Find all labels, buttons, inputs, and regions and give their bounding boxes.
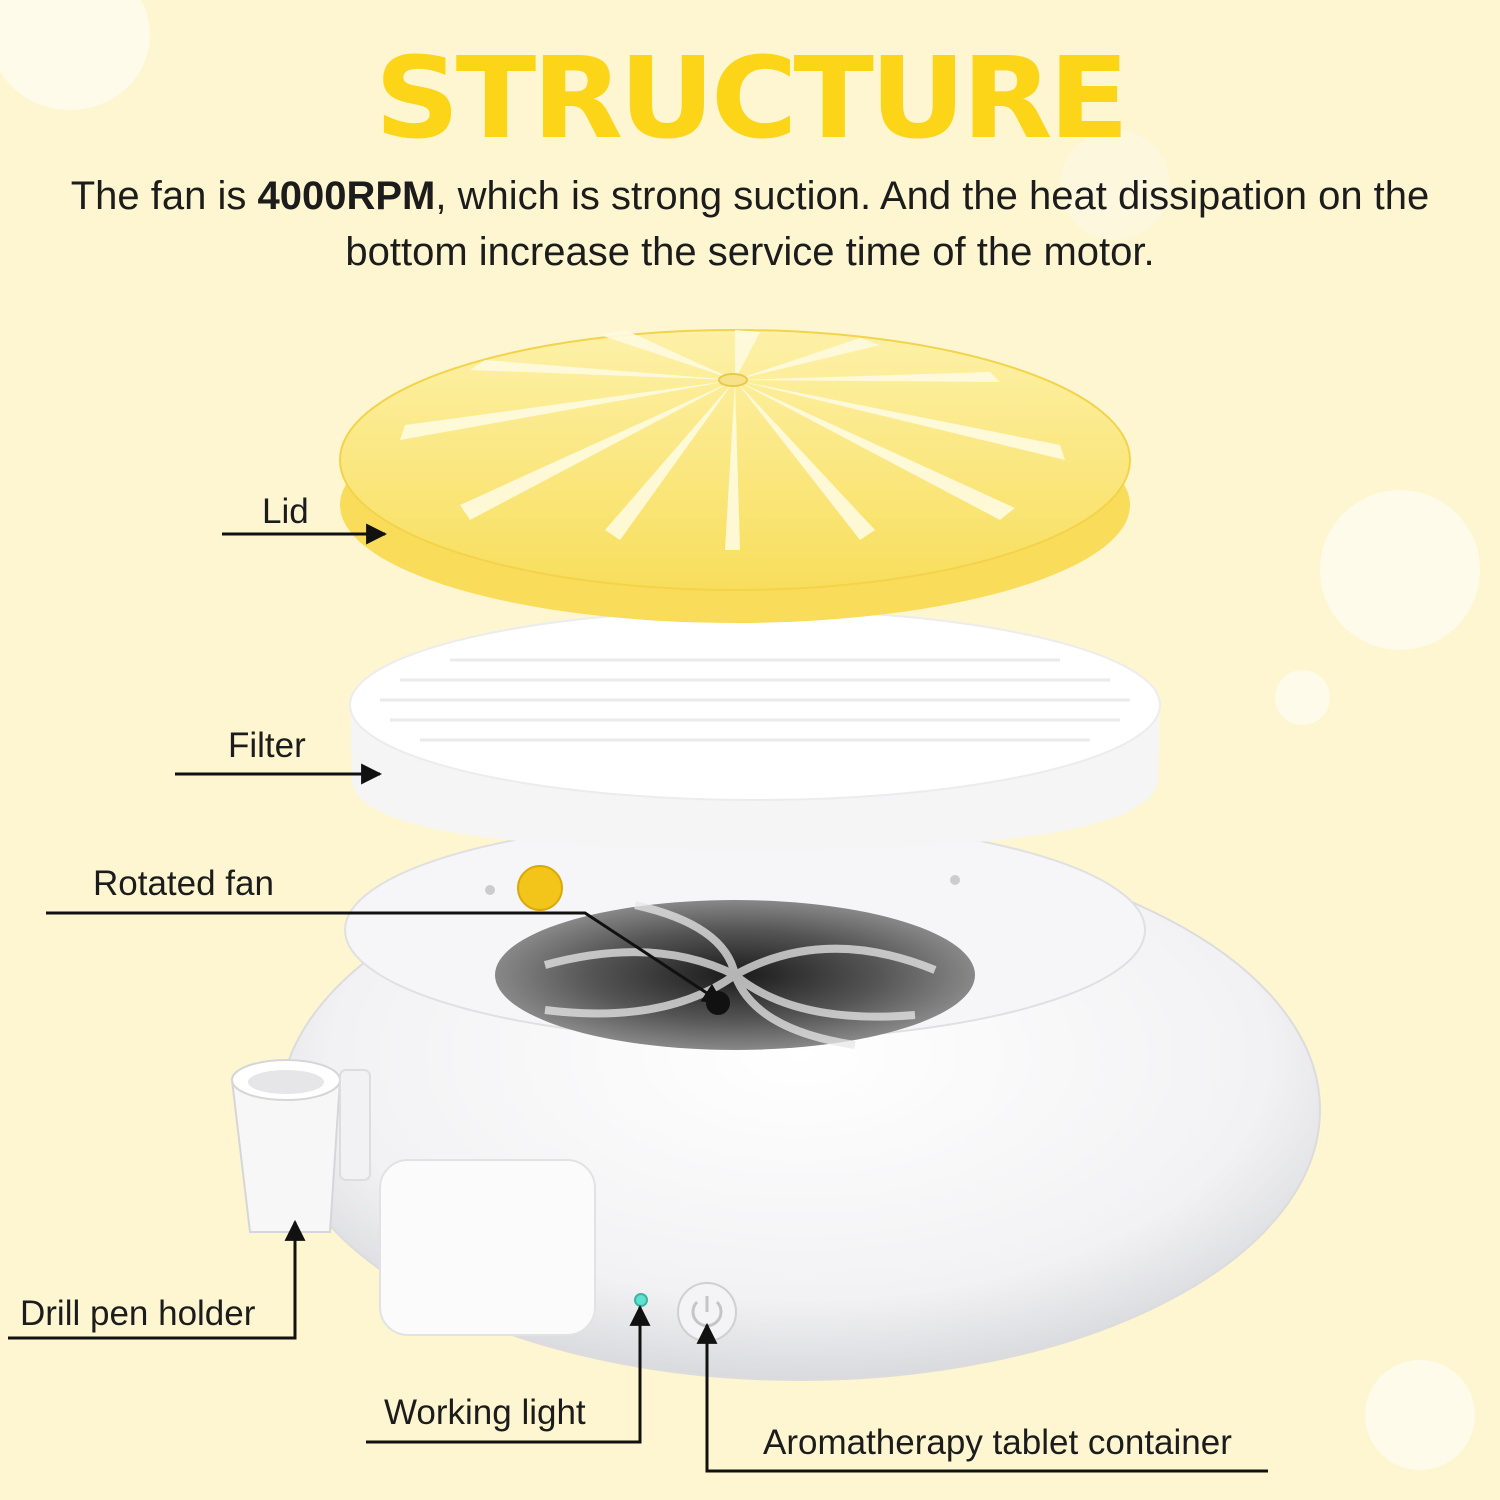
bokeh-circle <box>1320 490 1480 650</box>
arrow-icon <box>696 1322 1268 1473</box>
aroma-drawer <box>379 1159 596 1336</box>
description-text: , which is strong suction. And the heat … <box>345 174 1430 274</box>
label-filter: Filter <box>228 726 306 765</box>
label-working-light: Working light <box>384 1393 586 1432</box>
warning-sticker <box>517 865 563 911</box>
fan-speed: 4000RPM <box>257 174 436 218</box>
label-lid: Lid <box>262 492 309 531</box>
page-title: STRUCTURE <box>374 32 1130 164</box>
drill-pen-holder <box>230 1079 342 1233</box>
filter-pad <box>349 609 1161 850</box>
arrow-icon <box>46 911 724 1005</box>
base-body <box>230 819 1321 1381</box>
label-aromatherapy-container: Aromatherapy tablet container <box>763 1423 1232 1462</box>
bokeh-circle <box>1365 1360 1475 1470</box>
callout-lines <box>8 523 1268 1473</box>
label-drill-pen-holder: Drill pen holder <box>20 1294 256 1333</box>
arrow-icon <box>366 1304 651 1444</box>
label-rotated-fan: Rotated fan <box>93 864 274 903</box>
description: The fan is 4000RPM, which is strong suct… <box>20 168 1480 280</box>
arrow-icon <box>8 1219 306 1340</box>
lid <box>339 329 1131 623</box>
bokeh-circle <box>1275 670 1330 725</box>
bokeh-circle <box>1060 130 1170 240</box>
description-text: The fan is <box>70 174 258 218</box>
working-light <box>634 1293 648 1307</box>
